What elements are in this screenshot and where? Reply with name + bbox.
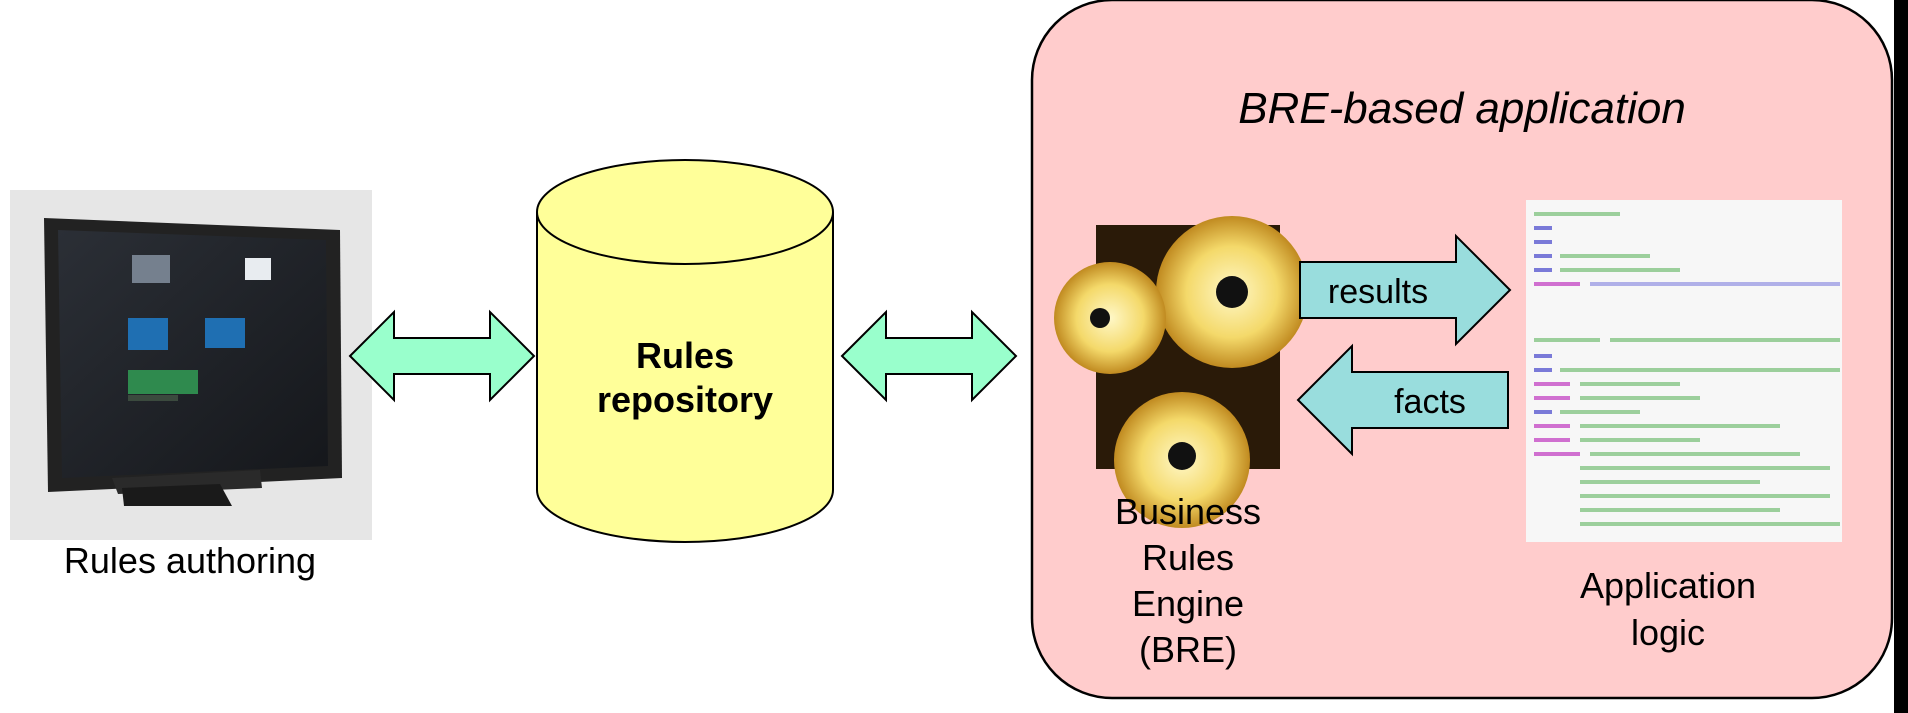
facts-arrow bbox=[1296, 343, 1509, 457]
engine-label-line3: Engine bbox=[1132, 583, 1244, 624]
results-arrow-label: results bbox=[1328, 273, 1428, 311]
rules-repository-cylinder bbox=[536, 159, 834, 543]
bidirectional-arrow-repository-application bbox=[840, 309, 1018, 403]
engine-label-line2: Rules bbox=[1142, 537, 1234, 578]
facts-arrow-label: facts bbox=[1394, 383, 1466, 421]
bre-application-title: BRE-based application bbox=[1238, 84, 1686, 133]
application-logic-label-line1: Application bbox=[1580, 565, 1756, 606]
engine-label-line1: Business bbox=[1115, 491, 1261, 532]
engine-label-line4: (BRE) bbox=[1139, 629, 1237, 670]
repository-label-line1: Rules bbox=[636, 335, 734, 376]
rules-authoring-label: Rules authoring bbox=[64, 540, 316, 581]
application-logic-label-line2: logic bbox=[1631, 612, 1705, 653]
code-listing-icon bbox=[1526, 200, 1842, 542]
repository-label-line2: repository bbox=[597, 379, 773, 420]
results-arrow bbox=[1299, 233, 1512, 347]
bidirectional-arrow-authoring-repository bbox=[348, 309, 536, 403]
right-frame-strip bbox=[1894, 0, 1908, 713]
gears-icon bbox=[1054, 216, 1308, 528]
rules-authoring-monitor-icon bbox=[10, 190, 372, 540]
